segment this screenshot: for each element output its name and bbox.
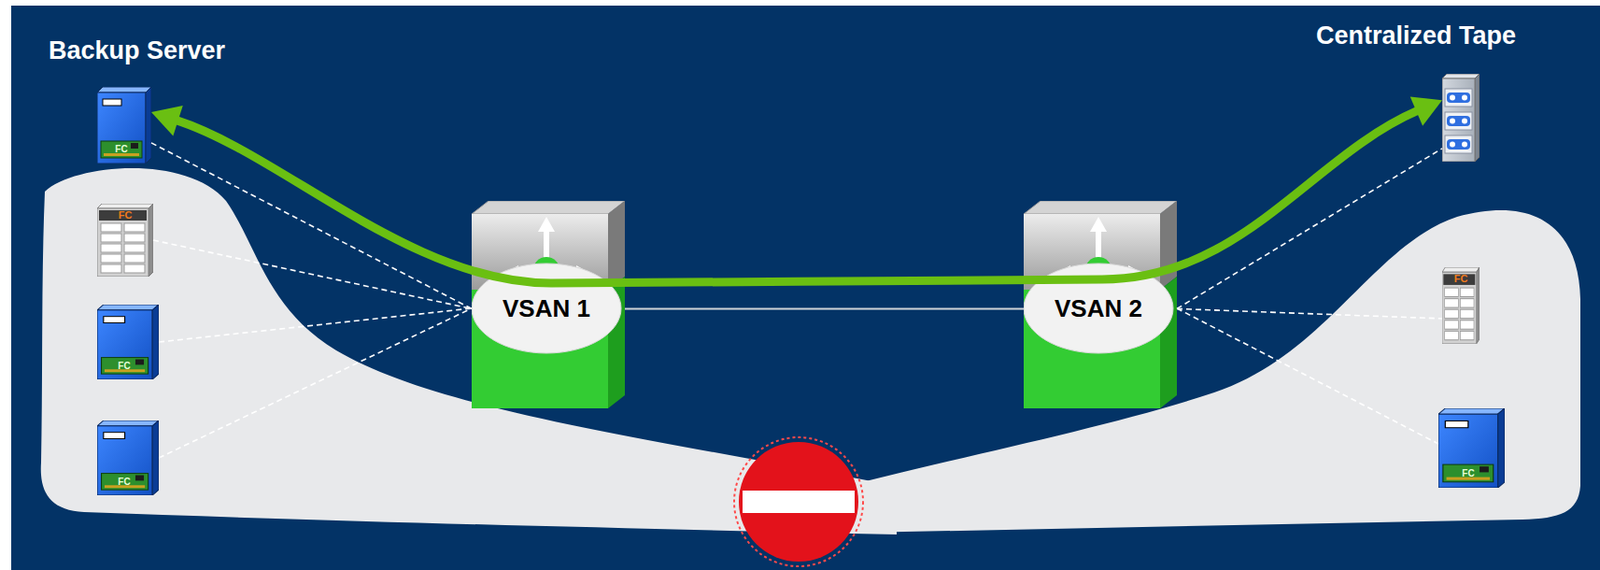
no-entry-sign bbox=[738, 441, 859, 562]
server-icon bbox=[1438, 408, 1505, 488]
arrow-head bbox=[151, 105, 184, 136]
inter-switch-link-line bbox=[624, 307, 1024, 310]
fc-card-label: FC bbox=[100, 473, 148, 491]
tape-library-shape bbox=[1442, 73, 1480, 162]
vsan-switch-icon bbox=[471, 200, 625, 409]
fc-storage-array-icon bbox=[97, 203, 154, 277]
server-icon bbox=[97, 420, 159, 496]
fc-tag: FC bbox=[1442, 272, 1480, 285]
vsan-switch: VSAN 2 bbox=[1023, 200, 1177, 409]
fc-card-label: FC bbox=[100, 141, 142, 158]
device-title: Backup Server bbox=[48, 35, 226, 66]
fc-storage-array: FC bbox=[1442, 267, 1480, 344]
vsan-label: VSAN 2 bbox=[1023, 289, 1174, 327]
vsan-switch-icon bbox=[1023, 200, 1177, 409]
tape-library: Centralized Tape bbox=[1442, 73, 1480, 162]
fc-tag: FC bbox=[97, 209, 154, 222]
fc-storage-array: FC bbox=[97, 203, 154, 277]
fc-dashed-link-line bbox=[1176, 148, 1443, 310]
fc-dashed-link-line bbox=[151, 142, 472, 310]
no-entry-bar bbox=[742, 490, 855, 513]
backup-path-arrow bbox=[151, 96, 1443, 284]
backup-path-arrow-line bbox=[176, 110, 1419, 284]
fc-dashed-link bbox=[153, 240, 472, 309]
fc-dashed-link-line bbox=[1176, 308, 1443, 319]
fc-dashed-link bbox=[1176, 148, 1443, 310]
fc-storage-array-icon bbox=[1442, 267, 1480, 344]
device-title: Centralized Tape bbox=[1316, 20, 1516, 51]
fc-card-label: FC bbox=[1443, 464, 1494, 482]
vsan-switch: VSAN 1 bbox=[471, 200, 625, 409]
backup-server-icon bbox=[97, 86, 152, 164]
tape-library-icon bbox=[1442, 73, 1480, 162]
fc-dashed-link bbox=[1176, 308, 1443, 319]
fc-dashed-link bbox=[158, 308, 472, 458]
vsan-label: VSAN 1 bbox=[471, 289, 622, 327]
fc-dashed-link bbox=[1176, 308, 1439, 444]
fc-dashed-link bbox=[158, 308, 472, 342]
inter-switch-link bbox=[624, 308, 1024, 310]
fc-dashed-link bbox=[151, 142, 472, 310]
server-icon bbox=[97, 304, 159, 380]
fc-dashed-link-line bbox=[153, 240, 472, 309]
navy-background bbox=[11, 5, 1600, 570]
arrow-head bbox=[1410, 96, 1443, 126]
fc-card-label: FC bbox=[100, 357, 148, 375]
no-entry-ring bbox=[734, 437, 864, 567]
